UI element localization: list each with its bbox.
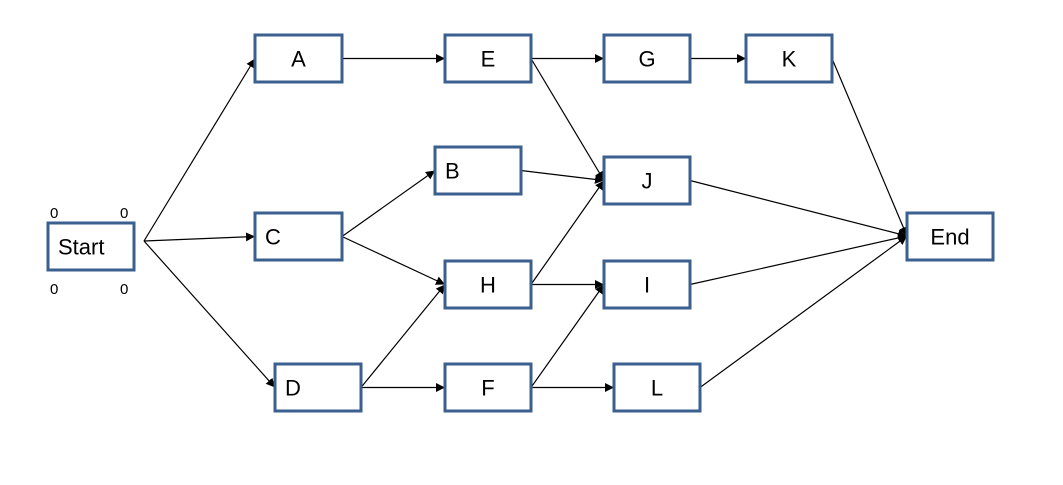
- nodes-layer: Start A C D B E H F G J I L K End: [46, 33, 995, 413]
- edge-i-to-end: [689, 233, 908, 286]
- node-box-d: [273, 362, 363, 413]
- node-box-f: [443, 362, 533, 413]
- edge-start-to-c: [143, 232, 256, 242]
- node-b: B: [433, 145, 523, 196]
- node-l: L: [612, 362, 702, 413]
- edge-b-to-j: [520, 169, 605, 184]
- node-box-end: [905, 211, 995, 262]
- node-box-start: [46, 221, 136, 272]
- node-f: F: [443, 362, 533, 413]
- node-label-j: J: [642, 169, 653, 194]
- edge-start-to-d: [143, 240, 276, 388]
- edge-start-to-a: [143, 58, 256, 242]
- node-label-start: Start: [58, 235, 104, 260]
- node-box-j: [602, 155, 692, 206]
- node-label-a: A: [291, 47, 306, 72]
- edge-f-to-i: [530, 284, 605, 388]
- node-label-d: D: [285, 376, 301, 401]
- edge-e-to-j: [530, 58, 605, 181]
- node-box-c: [253, 211, 344, 262]
- node-c: C: [253, 211, 344, 262]
- node-k: K: [744, 33, 834, 84]
- start-annotation-top-right: 0: [120, 205, 128, 222]
- node-label-h: H: [480, 273, 496, 298]
- edge-j-to-end: [689, 179, 908, 239]
- node-label-f: F: [481, 376, 494, 401]
- edge-c-to-b: [341, 170, 436, 237]
- edge-h-to-j: [530, 180, 605, 285]
- node-end: End: [905, 211, 995, 262]
- node-i: I: [602, 259, 692, 310]
- node-label-l: L: [651, 376, 663, 401]
- node-label-end: End: [930, 225, 969, 250]
- node-box-l: [612, 362, 702, 413]
- node-label-g: G: [638, 47, 655, 72]
- node-start: Start: [46, 221, 136, 272]
- node-box-b: [433, 145, 523, 196]
- node-box-e: [443, 33, 533, 84]
- node-box-i: [602, 259, 692, 310]
- start-annotation-bottom-left: 0: [50, 281, 58, 298]
- node-label-k: K: [782, 47, 797, 72]
- node-h: H: [443, 259, 533, 310]
- node-label-e: E: [481, 47, 496, 72]
- node-box-h: [443, 259, 533, 310]
- node-box-a: [253, 33, 344, 84]
- node-box-k: [744, 33, 834, 84]
- edge-d-to-h: [360, 284, 446, 388]
- start-annotation-top-left: 0: [50, 205, 58, 222]
- node-d: D: [273, 362, 363, 413]
- node-box-g: [602, 33, 692, 84]
- node-a: A: [253, 33, 344, 84]
- node-g: G: [602, 33, 692, 84]
- start-annotation-bottom-right: 0: [120, 281, 128, 298]
- node-label-i: I: [644, 273, 650, 298]
- node-j: J: [602, 155, 692, 206]
- node-label-b: B: [445, 159, 460, 184]
- node-label-c: C: [265, 225, 281, 250]
- node-e: E: [443, 33, 533, 84]
- edge-c-to-h: [341, 235, 446, 286]
- edges-layer: [143, 54, 908, 392]
- edge-l-to-end: [699, 235, 908, 388]
- start-annotations: 0 0 0 0: [50, 205, 128, 298]
- edge-k-to-end: [831, 58, 908, 237]
